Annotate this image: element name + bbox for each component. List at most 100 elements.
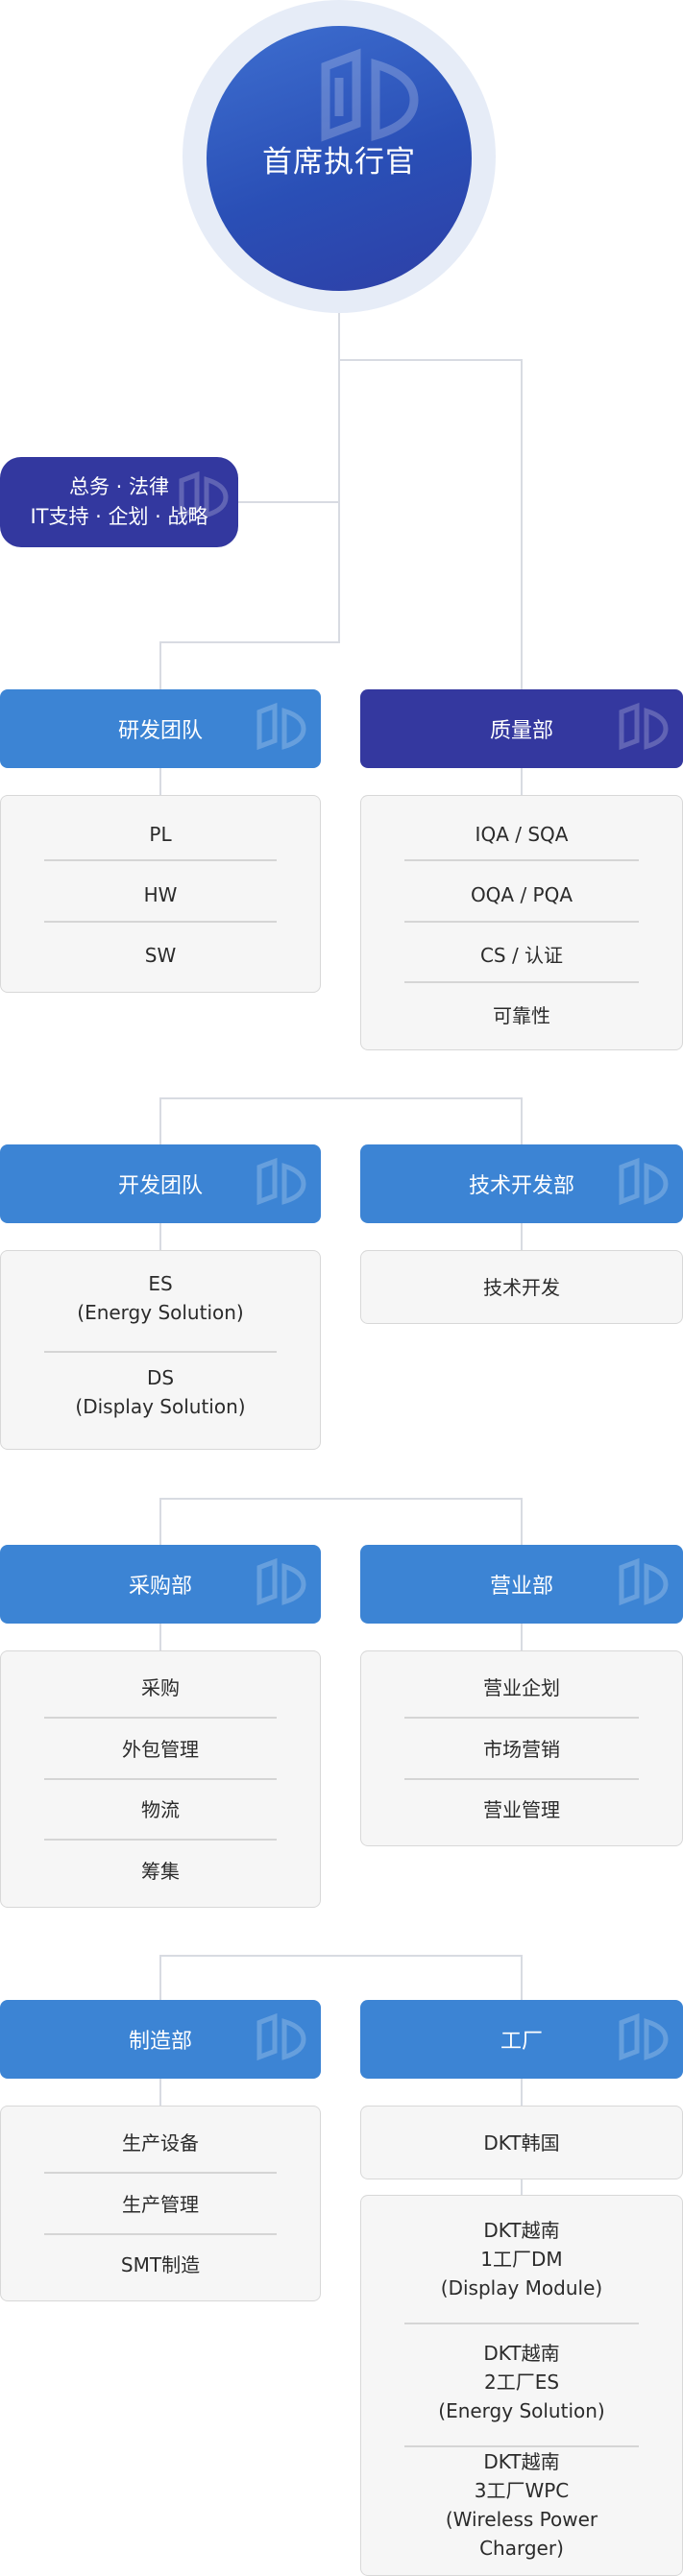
support-line-1: 总务 · 法律 (68, 475, 170, 498)
connector-line (521, 1097, 523, 1145)
divider (44, 921, 277, 923)
connector-line (521, 1223, 523, 1252)
dkt-logo-icon (618, 2008, 675, 2071)
list-item: ES (Energy Solution) (44, 1268, 277, 1328)
connector-line (159, 768, 161, 797)
list-item-line: ES (148, 1272, 173, 1295)
connector-line (521, 2179, 523, 2195)
purchase-title: 采购部 (128, 1575, 192, 1599)
list-item-line: DKT越南 (483, 2450, 560, 2473)
list-item: PL (149, 823, 172, 846)
sales-box: 营业企划 市场营销 营业管理 (360, 1650, 683, 1846)
list-item: 技术开发 (483, 1276, 560, 1299)
ceo-title: 首席执行官 (262, 144, 416, 180)
dkt-logo-icon (256, 1152, 313, 1216)
list-item-line: (Energy Solution) (438, 2399, 605, 2422)
quality-header: 质量部 (360, 689, 683, 768)
rnd-header: 研发团队 (0, 689, 321, 768)
connector-line (521, 768, 523, 797)
purchase-box: 采购 外包管理 物流 筹集 (0, 1650, 321, 1908)
connector-line (159, 1223, 161, 1252)
list-item: 生产设备 (122, 2131, 199, 2155)
list-item: 可靠性 (493, 1004, 550, 1027)
divider (404, 2323, 639, 2324)
connector-line (159, 1955, 161, 2001)
divider (44, 859, 277, 861)
dkt-logo-icon (256, 1553, 313, 1616)
quality-box: IQA / SQA OQA / PQA CS / 认证 可靠性 (360, 795, 683, 1050)
tech-box: 技术开发 (360, 1250, 683, 1324)
quality-title: 质量部 (489, 719, 553, 743)
list-item: 营业管理 (483, 1798, 560, 1821)
connector-line (238, 501, 339, 503)
list-item-line: (Display Solution) (75, 1395, 246, 1418)
list-item-line: (Wireless Power Charger) (445, 2508, 598, 2560)
list-item: IQA / SQA (475, 823, 569, 846)
connector-line (159, 1097, 523, 1099)
sales-header: 营业部 (360, 1545, 683, 1624)
ceo-node: 首席执行官 (207, 26, 472, 291)
purchase-header: 采购部 (0, 1545, 321, 1624)
divider (404, 981, 639, 983)
sales-title: 营业部 (489, 1575, 553, 1599)
list-item: SMT制造 (120, 2253, 201, 2276)
divider (44, 1351, 277, 1353)
connector-line (521, 359, 523, 691)
divider (44, 1717, 277, 1719)
divider (44, 1839, 277, 1841)
list-item: OQA / PQA (470, 883, 573, 906)
dkt-logo-icon (618, 697, 675, 760)
list-item: 生产管理 (122, 2193, 199, 2216)
divider (44, 2233, 277, 2235)
divider (404, 1778, 639, 1780)
support-line-2: IT支持 · 企划 · 战略 (30, 505, 208, 528)
manufacturing-header: 制造部 (0, 2000, 321, 2079)
divider (44, 2172, 277, 2174)
connector-line (159, 641, 161, 691)
factory-korea-box: DKT韩国 (360, 2106, 683, 2179)
connector-line (159, 1097, 161, 1145)
factory-vietnam-box: DKT越南 1工厂DM (Display Module) DKT越南 2工厂ES… (360, 2195, 683, 2576)
list-item-line: DS (146, 1366, 175, 1389)
dev-header: 开发团队 (0, 1144, 321, 1223)
list-item-line: 1工厂DM (480, 2248, 563, 2271)
list-item: DKT越南 1工厂DM (Display Module) (404, 2213, 639, 2305)
connector-line (521, 1498, 523, 1546)
list-item: 外包管理 (122, 1738, 199, 1761)
dkt-logo-icon (256, 697, 313, 760)
list-item-line: DKT越南 (483, 2219, 560, 2242)
dev-box: ES (Energy Solution) DS (Display Solutio… (0, 1250, 321, 1450)
connector-line (159, 1498, 161, 1546)
divider (404, 921, 639, 923)
manufacturing-title: 制造部 (128, 2030, 192, 2054)
tech-header: 技术开发部 (360, 1144, 683, 1223)
list-item: SW (144, 944, 177, 967)
divider (404, 1717, 639, 1719)
list-item: DKT越南 2工厂ES (Energy Solution) (404, 2336, 639, 2428)
connector-line (338, 311, 340, 641)
list-item-line: 2工厂ES (483, 2371, 560, 2394)
manufacturing-box: 生产设备 生产管理 SMT制造 (0, 2106, 321, 2301)
support-node: 总务 · 法律 IT支持 · 企划 · 战略 (0, 457, 238, 547)
connector-line (159, 1498, 523, 1500)
connector-line (159, 1624, 161, 1652)
dkt-logo-icon (178, 469, 235, 526)
list-item-line: (Display Module) (440, 2276, 603, 2299)
list-item: 营业企划 (483, 1676, 560, 1699)
connector-line (521, 1624, 523, 1652)
list-item-line: 3工厂WPC (474, 2479, 570, 2502)
rnd-title: 研发团队 (117, 719, 203, 743)
dkt-logo-icon (256, 2008, 313, 2071)
list-item-line: (Energy Solution) (77, 1301, 244, 1324)
list-item: 筹集 (141, 1860, 180, 1883)
list-item: 市场营销 (483, 1738, 560, 1761)
connector-line (521, 2079, 523, 2107)
connector-line (159, 641, 340, 643)
rnd-box: PL HW SW (0, 795, 321, 993)
connector-line (338, 359, 523, 361)
divider (404, 859, 639, 861)
connector-line (521, 1955, 523, 2001)
connector-line (159, 2079, 161, 2107)
connector-line (159, 1955, 523, 1957)
factory-title: 工厂 (500, 2030, 543, 2054)
